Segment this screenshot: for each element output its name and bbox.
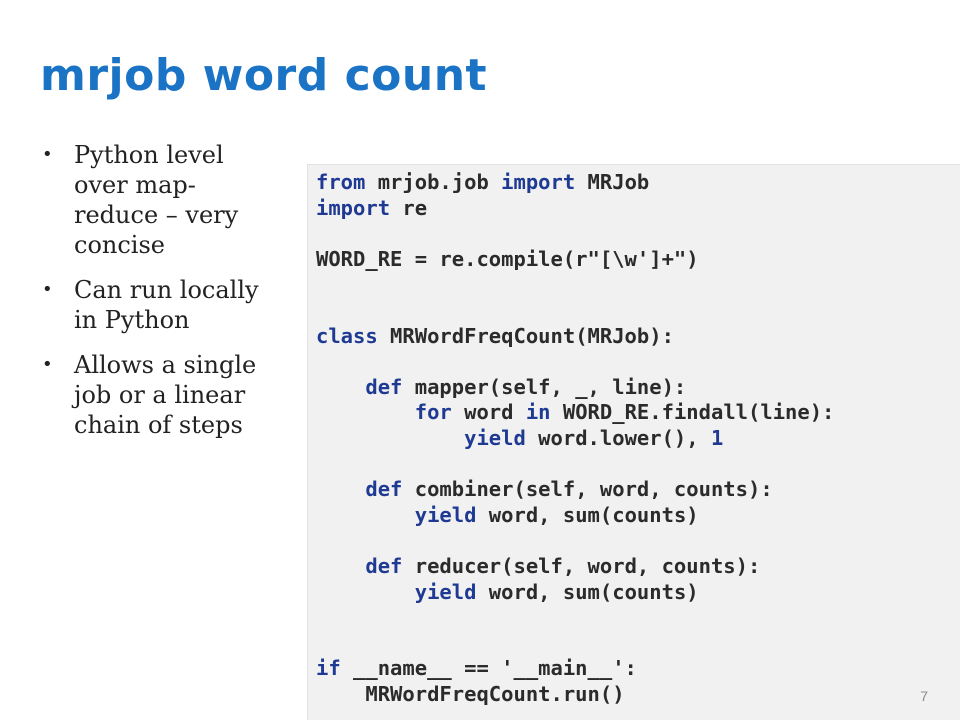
code-token xyxy=(316,426,464,450)
code-line: from mrjob.job import MRJob xyxy=(316,170,834,196)
code-token: word, sum(counts) xyxy=(476,579,699,604)
slide-title: mrjob word count xyxy=(40,50,488,101)
code-token xyxy=(316,477,365,501)
code-token xyxy=(316,503,415,527)
code-line: class MRWordFreqCount(MRJob): xyxy=(316,324,834,350)
bullet-list: • Python level over map-reduce – very co… xyxy=(40,140,270,455)
code-token xyxy=(316,580,415,604)
code-line xyxy=(316,349,834,375)
code-line xyxy=(316,631,834,657)
code-token: import xyxy=(501,170,576,194)
code-token: if xyxy=(316,656,341,681)
bullet-item: • Can run locally in Python xyxy=(40,275,270,335)
code-token: import xyxy=(316,195,391,220)
code-line: if __name__ == '__main__': xyxy=(316,656,834,682)
code-token: class xyxy=(316,323,378,348)
code-line xyxy=(316,272,834,298)
code-token: WORD_RE = re.compile(r"[\w']+") xyxy=(316,246,699,271)
code-token: reducer(self, word, counts): xyxy=(402,553,761,578)
code-token: 1 xyxy=(710,425,724,450)
code-token: MRJob xyxy=(575,170,650,194)
code-token: yield xyxy=(464,425,526,450)
code-token: MRWordFreqCount(MRJob): xyxy=(377,323,674,348)
code-token xyxy=(316,375,365,399)
code-line xyxy=(316,221,834,247)
code-token: def xyxy=(365,374,403,399)
code-token: in xyxy=(525,400,551,425)
code-line: def mapper(self, _, line): xyxy=(316,375,834,401)
code-line: yield word, sum(counts) xyxy=(316,580,834,606)
code-line: def reducer(self, word, counts): xyxy=(316,554,834,580)
bullet-text: Allows a single job or a linear chain of… xyxy=(74,351,257,439)
code-line: for word in WORD_RE.findall(line): xyxy=(316,400,835,426)
code-token: from xyxy=(316,170,366,194)
code-line: yield word, sum(counts) xyxy=(316,503,834,529)
code-token: word xyxy=(451,400,526,425)
code-token: WORD_RE.findall(line): xyxy=(550,400,835,425)
code-line: yield word.lower(), 1 xyxy=(316,426,834,452)
code-token: def xyxy=(365,553,403,578)
page-number: 7 xyxy=(920,688,928,704)
bullet-text: Can run locally in Python xyxy=(74,276,259,334)
code-line: MRWordFreqCount.run() xyxy=(316,682,834,708)
code-line xyxy=(316,452,834,478)
code-token: yield xyxy=(414,502,477,527)
bullet-dot-icon: • xyxy=(42,144,53,165)
code-token xyxy=(316,400,415,424)
bullet-text: Python level over map-reduce – very conc… xyxy=(74,141,239,259)
code-token: def xyxy=(365,477,403,502)
code-token: word.lower(), xyxy=(525,425,711,450)
code-line xyxy=(316,605,834,631)
code-token: MRWordFreqCount.run() xyxy=(316,681,625,706)
bullet-dot-icon: • xyxy=(42,354,53,375)
code-token: mapper(self, _, line): xyxy=(402,374,687,399)
code-token xyxy=(316,554,365,578)
code-line xyxy=(316,528,834,554)
code-token: word, sum(counts) xyxy=(476,502,699,527)
code-token: for xyxy=(414,400,452,425)
code-token: combiner(self, word, counts): xyxy=(402,477,773,502)
code-token: __name__ == '__main__': xyxy=(340,656,637,681)
code-token: yield xyxy=(414,579,477,604)
code-token: re xyxy=(390,195,428,220)
code-token: mrjob.job xyxy=(365,170,502,194)
bullet-dot-icon: • xyxy=(42,279,53,300)
code-line xyxy=(316,298,834,324)
code-line: WORD_RE = re.compile(r"[\w']+") xyxy=(316,247,834,273)
code-line: import re xyxy=(316,196,834,222)
code-line: def combiner(self, word, counts): xyxy=(316,477,834,503)
bullet-item: • Allows a single job or a linear chain … xyxy=(40,350,270,440)
bullet-item: • Python level over map-reduce – very co… xyxy=(40,140,270,260)
